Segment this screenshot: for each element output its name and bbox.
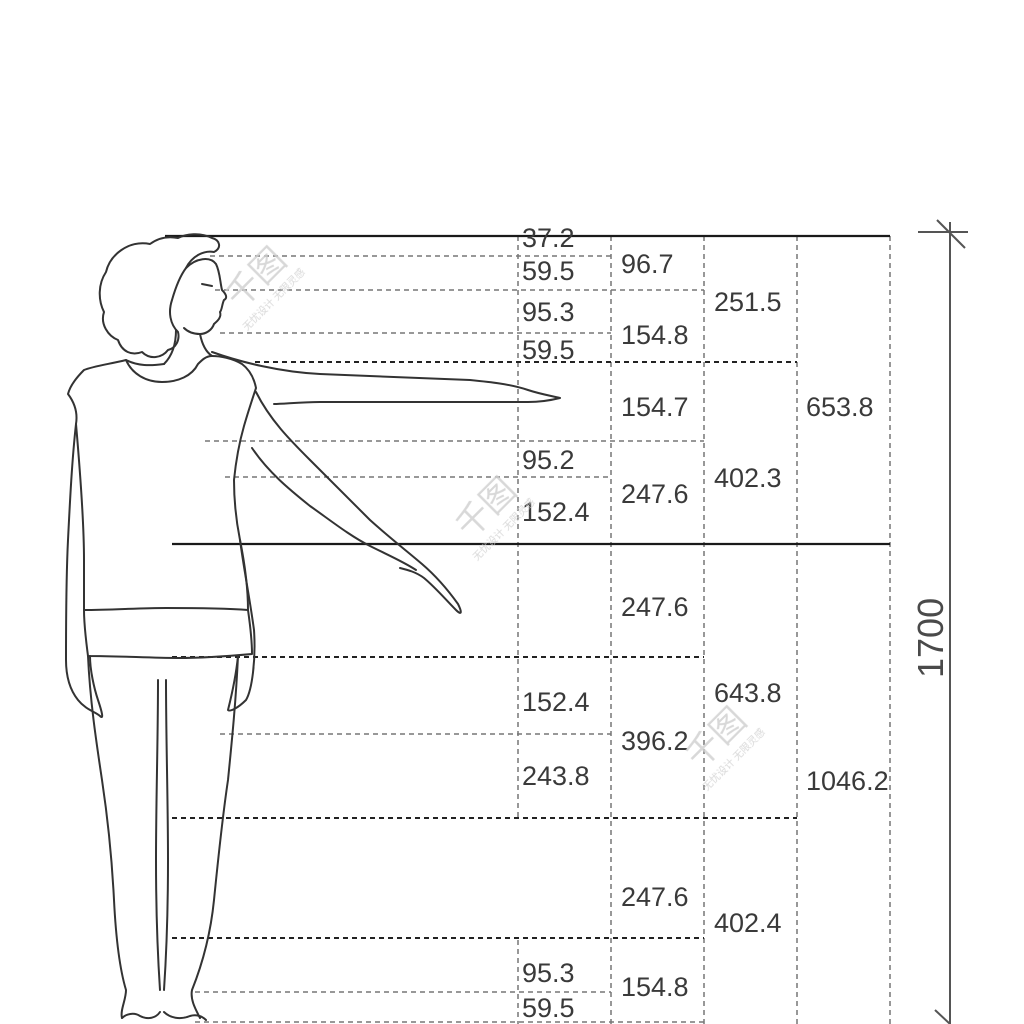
segment-label: 59.5 <box>522 335 575 365</box>
total-height-dimension: 1700 <box>910 219 968 1024</box>
shirt <box>67 355 257 611</box>
segment-label: 1046.2 <box>806 766 889 796</box>
segment-label: 396.2 <box>621 726 689 756</box>
dimension-arrow <box>934 1009 951 1024</box>
segment-label: 59.5 <box>522 993 575 1023</box>
segment-label: 653.8 <box>806 392 874 422</box>
segment-label: 643.8 <box>714 678 782 708</box>
segment-label: 154.8 <box>621 320 689 350</box>
hair <box>98 233 220 358</box>
column-2-labels: 96.7 154.8 154.7 247.6 247.6 396.2 247.6… <box>621 249 689 1002</box>
human-figure <box>65 233 561 1021</box>
extended-arm <box>211 351 561 405</box>
segment-label: 154.8 <box>621 972 689 1002</box>
collar <box>125 355 213 383</box>
segment-label: 96.7 <box>621 249 674 279</box>
segment-label: 152.4 <box>522 497 590 527</box>
segment-label: 402.4 <box>714 908 782 938</box>
watermark-stamp: 千图 无忧设计 无限灵感 <box>679 701 768 794</box>
segment-label: 154.7 <box>621 392 689 422</box>
inner-legs <box>155 679 169 991</box>
face <box>183 258 228 335</box>
dimension-arrow <box>936 219 966 249</box>
segment-label: 152.4 <box>522 687 590 717</box>
watermark-brand: 千图 <box>449 471 524 546</box>
segment-label: 243.8 <box>522 761 590 791</box>
segment-label: 95.3 <box>522 297 575 327</box>
segment-label: 402.3 <box>714 463 782 493</box>
segment-label: 247.6 <box>621 592 689 622</box>
neck <box>163 329 213 365</box>
angled-arm <box>251 391 462 614</box>
column-1-labels: 37.2 59.5 95.3 59.5 95.2 152.4 152.4 243… <box>522 223 590 1023</box>
column-3-labels: 251.5 402.3 643.8 402.4 <box>714 287 782 938</box>
watermark-stamp: 千图 无忧设计 无限灵感 <box>219 241 308 334</box>
eye <box>201 283 213 287</box>
segment-label: 95.2 <box>522 445 575 475</box>
watermark-stamp: 千图 无忧设计 无限灵感 <box>449 471 538 564</box>
shirt-hem <box>83 609 253 659</box>
segment-label: 251.5 <box>714 287 782 317</box>
left-leg <box>87 655 127 1019</box>
column-dividers <box>517 236 891 1024</box>
segment-label: 59.5 <box>522 256 575 286</box>
segment-label: 247.6 <box>621 479 689 509</box>
watermark-brand: 千图 <box>219 241 294 316</box>
segment-label: 95.3 <box>522 958 575 988</box>
watermark-brand: 千图 <box>679 701 754 776</box>
level-lines <box>165 234 890 1023</box>
total-height-label: 1700 <box>910 598 951 678</box>
feet <box>121 1011 207 1021</box>
segment-label: 247.6 <box>621 882 689 912</box>
right-leg <box>190 655 239 1019</box>
left-arm <box>65 423 104 718</box>
right-hand-hip <box>227 539 256 712</box>
column-4-labels: 653.8 1046.2 <box>806 392 889 796</box>
segment-label: 37.2 <box>522 223 575 253</box>
